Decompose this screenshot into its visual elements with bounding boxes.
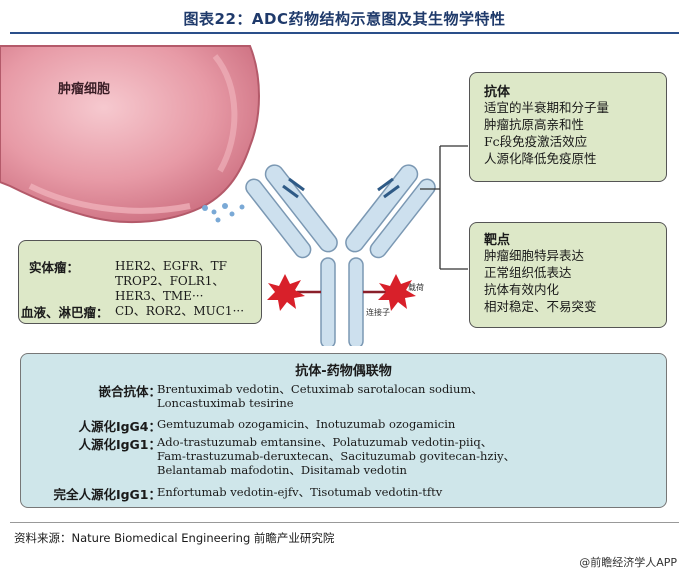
adc-row-line: Enfortumab vedotin-ejfv、Tisotumab vedoti… bbox=[157, 485, 443, 499]
solid-tumor-targets: TROP2、FOLR1、 bbox=[115, 274, 225, 288]
tumor-cell-label: 肿瘤细胞 bbox=[58, 82, 111, 97]
adc-row-line: Fam-trastuzumab-deruxtecan、Sacituzumab g… bbox=[157, 449, 516, 463]
bracket-connectors bbox=[420, 145, 468, 270]
payload-star-right bbox=[378, 274, 416, 311]
antibody-properties-box: 抗体 适宜的半衰期和分子量 肿瘤抗原高亲和性 Fc段免疫激活效应 人源化降低免疫… bbox=[469, 72, 667, 182]
antibody-box-line: 肿瘤抗原高亲和性 bbox=[484, 117, 585, 132]
target-box-line: 相对稳定、不易突变 bbox=[484, 299, 597, 314]
brand-credit: @前瞻经济学人APP bbox=[579, 556, 677, 569]
figure-title: 图表22：ADC药物结构示意图及其生物学特性 bbox=[183, 10, 506, 28]
solid-tumor-targets: HER2、EGFR、TF bbox=[115, 259, 227, 273]
footer-divider bbox=[10, 522, 679, 523]
source-note: 资料来源：Nature Biomedical Engineering 前瞻产业研… bbox=[14, 531, 335, 545]
solid-tumor-label: 实体瘤： bbox=[29, 260, 80, 275]
solid-tumor-targets: HER3、TME··· bbox=[115, 289, 204, 303]
target-box-line: 抗体有效内化 bbox=[484, 282, 560, 297]
target-box-line: 正常组织低表达 bbox=[484, 265, 572, 280]
target-box-heading: 靶点 bbox=[484, 233, 511, 248]
target-box-line: 肿瘤细胞特异表达 bbox=[484, 248, 585, 263]
payload-label: 载荷 bbox=[408, 283, 424, 292]
blood-tumor-label: 血液、淋巴瘤： bbox=[21, 305, 109, 320]
receptor-dots bbox=[202, 203, 245, 223]
adc-row-line: Brentuximab vedotin、Cetuximab sarotaloca… bbox=[157, 382, 483, 396]
linker-label: 连接子 bbox=[366, 308, 390, 317]
adc-row-line: Gemtuzumab ozogamicin、Inotuzumab ozogami… bbox=[157, 417, 456, 431]
adc-row-line: Belantamab mafodotin、Disitamab vedotin bbox=[157, 463, 407, 477]
adc-drugs-box: 抗体-药物偶联物 嵌合抗体： Brentuximab vedotin、Cetux… bbox=[20, 353, 667, 508]
adc-row-line: Loncastuximab tesirine bbox=[157, 396, 294, 410]
adc-row-line: Ado-trastuzumab emtansine、Polatuzumab ve… bbox=[157, 435, 493, 449]
antibody-box-line: 适宜的半衰期和分子量 bbox=[484, 100, 610, 115]
payload-star-left bbox=[267, 274, 305, 311]
tumor-cell-shape bbox=[0, 45, 260, 224]
adc-row-label: 人源化IgG1： bbox=[78, 437, 161, 452]
adc-structure-illustration bbox=[0, 45, 468, 346]
antibody-box-line: Fc段免疫激活效应 bbox=[484, 134, 588, 149]
antibody-box-heading: 抗体 bbox=[484, 85, 511, 100]
adc-row-label: 人源化IgG4： bbox=[78, 419, 161, 434]
tumor-targets-box: 实体瘤： HER2、EGFR、TF TROP2、FOLR1、 HER3、TME·… bbox=[18, 240, 262, 324]
adc-box-heading: 抗体-药物偶联物 bbox=[295, 364, 392, 379]
target-properties-box: 靶点 肿瘤细胞特异表达 正常组织低表达 抗体有效内化 相对稳定、不易突变 bbox=[469, 222, 667, 328]
title-divider bbox=[10, 32, 679, 34]
adc-row-label: 完全人源化IgG1： bbox=[53, 487, 161, 502]
antibody-shape bbox=[245, 164, 436, 346]
blood-tumor-targets: CD、ROR2、MUC1··· bbox=[115, 304, 245, 318]
antibody-box-line: 人源化降低免疫原性 bbox=[484, 151, 597, 166]
adc-row-label: 嵌合抗体： bbox=[98, 384, 161, 399]
